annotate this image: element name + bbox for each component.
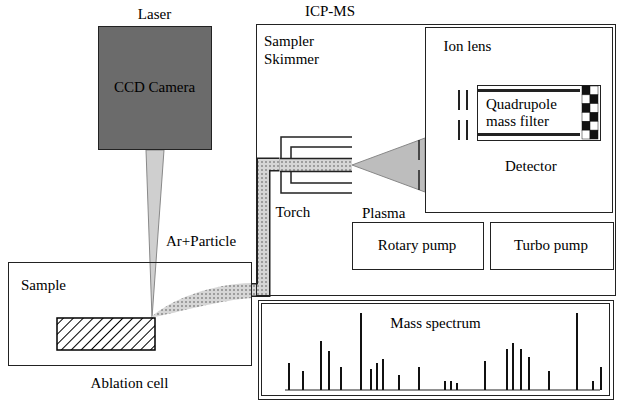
torch-illustration — [280, 136, 352, 194]
torch: Torch — [280, 136, 352, 194]
spectrum-peak — [506, 349, 508, 390]
spectrum-peak — [418, 367, 420, 390]
part-label: Skimmer — [264, 51, 319, 68]
spectrum-peak — [320, 341, 322, 390]
spectrum-peak — [520, 349, 522, 390]
spectrum-peak — [444, 381, 446, 390]
spectrum-peak — [600, 367, 602, 390]
heading-label: Ablation cell — [91, 375, 169, 392]
pump-box: Turbo pump — [490, 222, 614, 270]
part-label: Plasma — [362, 205, 405, 222]
spectrum-peak — [484, 361, 486, 390]
injector-tube — [280, 159, 352, 171]
lens-plate — [458, 90, 460, 110]
heading-label: ICP-MS — [305, 3, 355, 20]
pump-box: Rotary pump — [352, 222, 484, 270]
sample-block — [57, 318, 155, 350]
part-label: Ar+Particle — [166, 233, 236, 250]
spectrum-peak — [376, 363, 378, 390]
detector-cell — [582, 86, 590, 95]
part-label: Detector — [505, 158, 557, 175]
node-text: Ion lens — [444, 38, 492, 55]
node-text: Sample — [21, 277, 66, 294]
ablation-plume — [150, 283, 252, 318]
spectrum-peak — [302, 371, 304, 390]
node-text: Quadrupole mass filter — [486, 96, 578, 129]
baseline — [285, 390, 600, 391]
spectrum-peak — [382, 359, 384, 390]
spectrum-peak — [288, 363, 290, 390]
quadrupole-rod — [478, 133, 580, 136]
tube-wall — [291, 172, 352, 183]
tube-wall — [281, 172, 352, 193]
spectrum-peak — [512, 343, 514, 390]
vacuum-chamber: Quadrupole mass filter Ion lens — [425, 27, 613, 213]
spectrum-panel: Mass spectrum — [258, 300, 614, 400]
detector-cell — [590, 130, 598, 139]
spectrum-peak — [328, 351, 330, 390]
detector-cell — [582, 113, 590, 122]
detector-cell — [582, 95, 590, 104]
panel-inner-border — [262, 304, 610, 396]
plasma-flame — [352, 138, 425, 192]
spectrum-peak — [592, 381, 594, 390]
detector-cell — [582, 104, 590, 113]
heading-label: Laser — [138, 6, 171, 23]
laser-box: LaserCCD Camera — [98, 26, 212, 150]
node-text: Mass spectrum — [390, 315, 480, 332]
tube-wall — [281, 137, 352, 158]
lens-plate — [466, 120, 468, 140]
node-text: Turbo pump — [514, 237, 588, 254]
spectrum-peak — [340, 367, 342, 390]
quadrupole-rod — [478, 89, 580, 92]
spectrum-peak — [576, 313, 578, 390]
spectrum-peak — [450, 381, 452, 390]
spectrum-peak — [456, 383, 458, 390]
ablation-cell: SampleAblation cell — [8, 262, 252, 366]
spectrum-peak — [360, 313, 362, 390]
part-label: Sampler — [264, 33, 314, 50]
lens-plate — [466, 90, 468, 110]
spectrum-peak — [370, 369, 372, 390]
lens-plate — [458, 120, 460, 140]
spectrum-peak — [548, 371, 550, 390]
detector-cell — [590, 121, 598, 130]
laser-beam — [146, 150, 164, 318]
node-text: Rotary pump — [378, 237, 457, 254]
heading-label: Torch — [276, 204, 311, 221]
spectrum-peak — [528, 357, 530, 390]
sampler-cone — [418, 170, 420, 190]
tube-wall — [291, 147, 352, 158]
sampler-cone — [418, 140, 420, 160]
detector-cell — [590, 95, 598, 104]
detector-cell — [582, 130, 590, 139]
quadrupole-box: Quadrupole mass filter — [477, 85, 601, 141]
detector-cell — [582, 121, 590, 130]
detector-cell — [590, 104, 598, 113]
detector-cell — [590, 86, 598, 95]
spectrum-peak — [398, 375, 400, 390]
node-text: CCD Camera — [114, 79, 195, 96]
detector-cell — [590, 113, 598, 122]
